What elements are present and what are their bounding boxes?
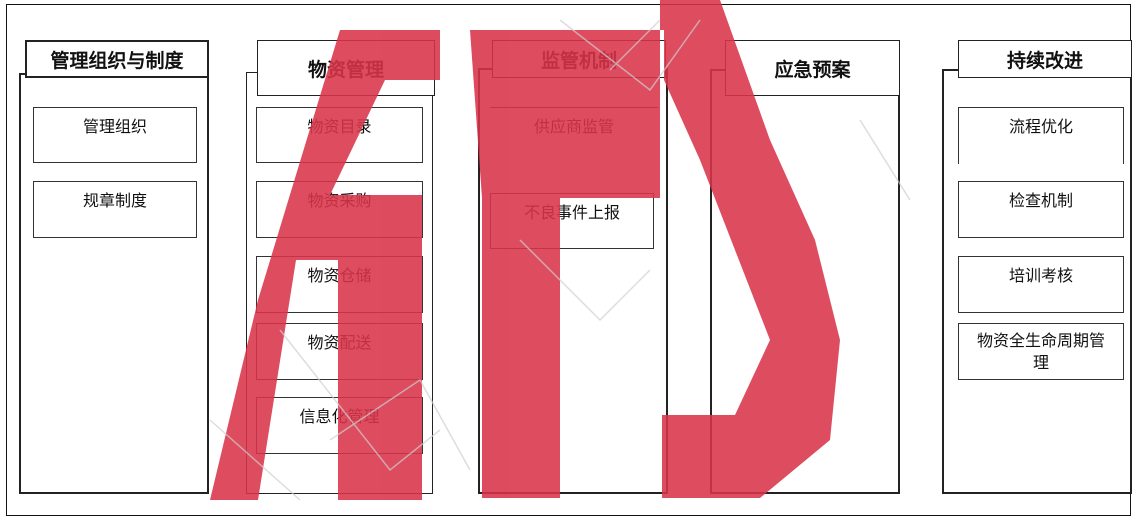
item-org: 管理组织 [33,107,197,163]
item-rules: 规章制度 [33,181,197,238]
column-emergency-title: 应急预案 [725,40,900,96]
item-catalog: 物资目录 [256,107,423,163]
item-informatization: 信息化管理 [256,397,423,454]
column-material-mgmt-title: 物资管理 [257,40,435,96]
column-supervision-title: 监管机制 [492,40,666,78]
item-training: 培训考核 [958,256,1124,313]
item-supplier: 供应商监管 [490,107,658,179]
item-inspection: 检查机制 [958,181,1124,238]
item-adverse-event: 不良事件上报 [490,193,654,249]
item-process-opt: 流程优化 [958,107,1124,164]
item-lifecycle: 物资全生命周期管理 [958,323,1124,380]
column-emergency [710,69,900,494]
item-purchase: 物资采购 [256,181,423,238]
item-delivery: 物资配送 [256,323,423,380]
item-storage: 物资仓储 [256,256,423,313]
column-improvement-title: 持续改进 [958,40,1132,78]
column-org-system-title: 管理组织与制度 [25,40,209,78]
